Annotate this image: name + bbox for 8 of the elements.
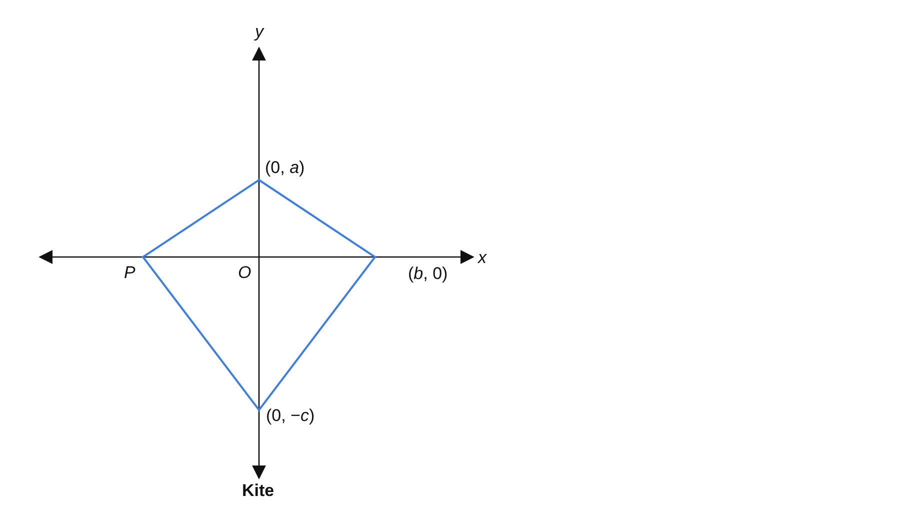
coordinate-label: (b, 0): [408, 264, 448, 284]
axis-label: y: [255, 22, 264, 42]
coordinate-label: (0, a): [265, 158, 305, 178]
axis-label: x: [478, 248, 486, 268]
caption: Kite: [242, 481, 274, 501]
origin-label: O: [238, 263, 252, 283]
point-label: P: [124, 263, 136, 283]
coordinate-label: (0, −c): [266, 406, 315, 426]
